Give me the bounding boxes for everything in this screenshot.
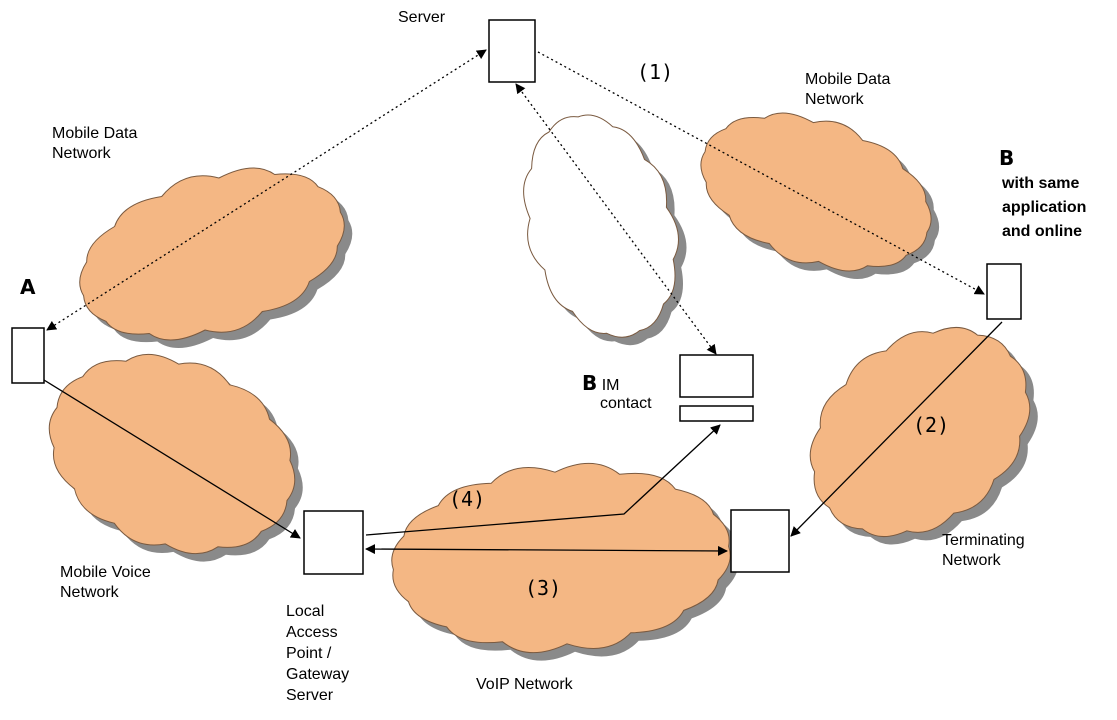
mobile-voice-network-label: Mobile Voice Network [60, 564, 151, 601]
dotted-path-server-to-im [515, 83, 717, 355]
b-online-description: with same application and online [1002, 175, 1087, 240]
cloud-mobile-data-right [700, 112, 932, 272]
step-4-label: (4) [449, 487, 486, 511]
step-3-label: (3) [525, 576, 562, 600]
device-b-box [986, 263, 1022, 320]
server-box [488, 19, 536, 83]
b-online-letter: B [999, 146, 1015, 170]
b-im-contact-label: contact [600, 395, 652, 412]
voip-path-gateway-to-im [365, 424, 721, 536]
voip-network-label: VoIP Network [476, 676, 573, 693]
cloud-mobile-data-left [79, 167, 345, 341]
im-monitor-box [679, 354, 754, 398]
voice-path-b-to-terminating [790, 321, 1003, 537]
im-keyboard-box [679, 405, 754, 422]
cloud-mobile-voice [48, 353, 296, 555]
voip-path-gateway-terminating [365, 544, 728, 556]
b-im-text: IM [601, 377, 620, 394]
terminating-network-label: Terminating Network [942, 532, 1025, 569]
server-label: Server [398, 9, 446, 26]
terminating-box [730, 509, 790, 573]
step-2-label: (2) [913, 413, 950, 437]
mobile-data-network-left-label: Mobile Data Network [52, 125, 138, 162]
cloud-voip [391, 462, 731, 654]
b-im-letter: B [582, 371, 598, 395]
step-1-label: (1) [637, 60, 674, 84]
device-a-box [11, 327, 45, 384]
a-letter: A [20, 275, 36, 299]
mobile-data-network-right-label: Mobile Data Network [805, 71, 891, 108]
dotted-path-server-to-a [46, 49, 487, 331]
voice-path-a-to-gateway [43, 379, 301, 539]
gateway-box [303, 510, 364, 575]
b-im-label: B IM [582, 371, 619, 396]
local-access-point-label: Local Access Point / Gateway Server [286, 603, 350, 704]
cloud-server-im [523, 114, 679, 338]
cloud-terminating [809, 326, 1031, 538]
